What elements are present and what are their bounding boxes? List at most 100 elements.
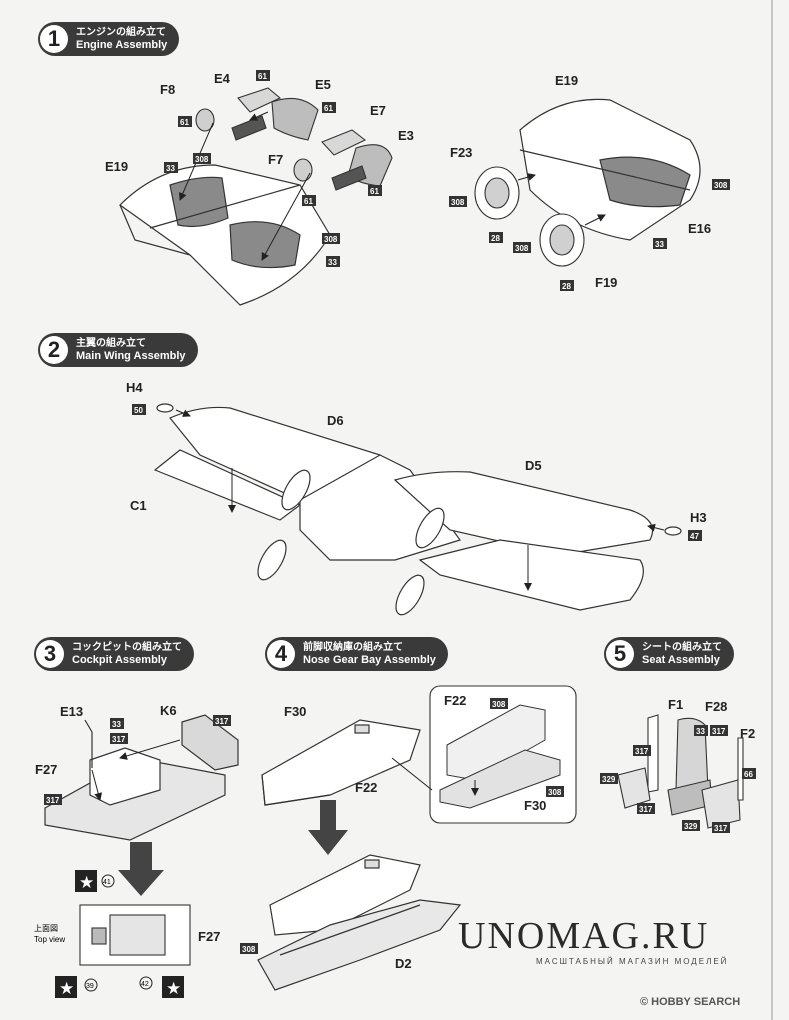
code-28: 28 <box>562 282 571 291</box>
code-badge: 317 <box>110 733 128 744</box>
brand-watermark: UNOMAG.RU <box>458 915 710 957</box>
part-label-e3: E3 <box>398 128 414 143</box>
part-label-e13: E13 <box>60 704 83 719</box>
code-33: 33 <box>112 720 121 729</box>
wing-arrows <box>175 409 665 591</box>
step-4-number: 4 <box>267 640 295 668</box>
part-label-f23: F23 <box>450 145 472 160</box>
seat-assembly <box>617 714 744 829</box>
part-label-f22: F22 <box>355 780 377 795</box>
step-2-header: 2 主翼の組み立て Main Wing Assembly <box>38 333 198 367</box>
engine-right-arrows <box>517 173 606 226</box>
top-view-jp: 上面図 <box>34 924 58 933</box>
code-329: 329 <box>602 775 616 784</box>
code-badge: 61 <box>368 185 382 196</box>
code-badge: 317 <box>44 794 62 805</box>
footer-watermark: © HOBBY SEARCH <box>640 996 741 1008</box>
part-label-f8: F8 <box>160 82 175 97</box>
code-badge: 317 <box>633 745 651 756</box>
part-label-f30: F30 <box>284 704 306 719</box>
code-33: 33 <box>328 258 337 267</box>
step-5-jp-title: シートの組み立て <box>642 642 722 653</box>
code-317: 317 <box>215 717 229 726</box>
part-label-e7: E7 <box>370 103 386 118</box>
svg-text:★: ★ <box>59 979 74 998</box>
star-marker: ★ <box>162 976 184 998</box>
step-4-header: 4 前脚収納庫の組み立て Nose Gear Bay Assembly <box>265 637 448 671</box>
engine-nacelle-right <box>519 98 701 241</box>
part-label-e5: E5 <box>315 77 331 92</box>
engine-fan-parts <box>195 87 393 191</box>
part-label-f27-top: F27 <box>198 929 220 944</box>
code-308: 308 <box>242 945 256 954</box>
code-61: 61 <box>180 118 189 127</box>
cockpit-arrows <box>91 739 181 801</box>
code-33: 33 <box>655 240 664 249</box>
code-317: 317 <box>712 727 726 736</box>
step-4-en-title: Nose Gear Bay Assembly <box>303 654 436 666</box>
part-label-e4: E4 <box>214 71 231 86</box>
circled-number: 39 <box>84 978 98 992</box>
code-badge: 50 <box>132 404 146 415</box>
part-label-c1: C1 <box>130 498 147 513</box>
part-label-d6: D6 <box>327 413 344 428</box>
code-66: 66 <box>744 770 753 779</box>
part-label-e19-left: E19 <box>105 159 128 174</box>
part-label-d5: D5 <box>525 458 542 473</box>
code-317: 317 <box>46 796 60 805</box>
code-317: 317 <box>112 735 126 744</box>
code-badge: 61 <box>302 195 316 206</box>
step-1-header: 1 エンジンの組み立て Engine Assembly <box>38 22 180 56</box>
part-label-f2: F2 <box>740 726 755 741</box>
svg-text:★: ★ <box>79 873 94 892</box>
code-308: 308 <box>451 198 465 207</box>
top-view-en: Top view <box>34 935 65 944</box>
main-wing <box>153 403 682 616</box>
code-badge: 61 <box>322 102 336 113</box>
code-badge: 61 <box>256 70 270 81</box>
code-308: 308 <box>492 700 506 709</box>
code-50: 50 <box>134 406 143 415</box>
gear-bay-inset <box>429 685 577 824</box>
code-badge: 47 <box>688 530 702 541</box>
code-317: 317 <box>639 805 653 814</box>
circled-number: 41 <box>101 874 115 888</box>
code-308: 308 <box>548 788 562 797</box>
nose-gear-bay-top <box>261 719 421 806</box>
step-5-header: 5 シートの組み立て Seat Assembly <box>604 637 734 671</box>
step-5-number: 5 <box>606 640 634 668</box>
part-label-f7: F7 <box>268 152 283 167</box>
circled-42: 42 <box>141 981 149 988</box>
code-308: 308 <box>714 181 728 190</box>
code-badge: 308 <box>546 786 564 797</box>
circled-41: 41 <box>103 879 111 886</box>
part-label-f30-inset: F30 <box>524 798 546 813</box>
part-label-f28: F28 <box>705 699 727 714</box>
code-badge: 308 <box>513 242 531 253</box>
code-badge: 308 <box>240 943 258 954</box>
part-label-e19-right: E19 <box>555 73 578 88</box>
inset-pointer <box>391 757 433 791</box>
code-badge: 33 <box>110 718 124 729</box>
code-badge: 28 <box>560 280 574 291</box>
step-4-jp-title: 前脚収納庫の組み立て <box>303 642 403 653</box>
code-badge: 33 <box>326 256 340 267</box>
code-47: 47 <box>690 532 699 541</box>
step-2-number: 2 <box>40 336 68 364</box>
part-label-f1: F1 <box>668 697 683 712</box>
step-3-jp-title: コックピットの組み立て <box>72 642 182 653</box>
code-badge: 308 <box>322 233 340 244</box>
step-3-header: 3 コックピットの組み立て Cockpit Assembly <box>34 637 194 671</box>
step-3-number: 3 <box>36 640 64 668</box>
code-badge: 61 <box>178 116 192 127</box>
nose-gear-bay-assembled <box>257 854 462 991</box>
code-badge: 308 <box>193 153 211 164</box>
code-61: 61 <box>324 104 333 113</box>
code-61: 61 <box>258 72 267 81</box>
cockpit-top-view <box>79 904 191 966</box>
step-2-en-title: Main Wing Assembly <box>76 350 186 362</box>
cockpit-tub <box>44 714 239 841</box>
star-marker: ★ <box>75 870 97 892</box>
brand-tagline: МАСШТАБНЫЙ МАГАЗИН МОДЕЛЕЙ <box>536 957 729 966</box>
code-badge: 329 <box>600 773 618 784</box>
